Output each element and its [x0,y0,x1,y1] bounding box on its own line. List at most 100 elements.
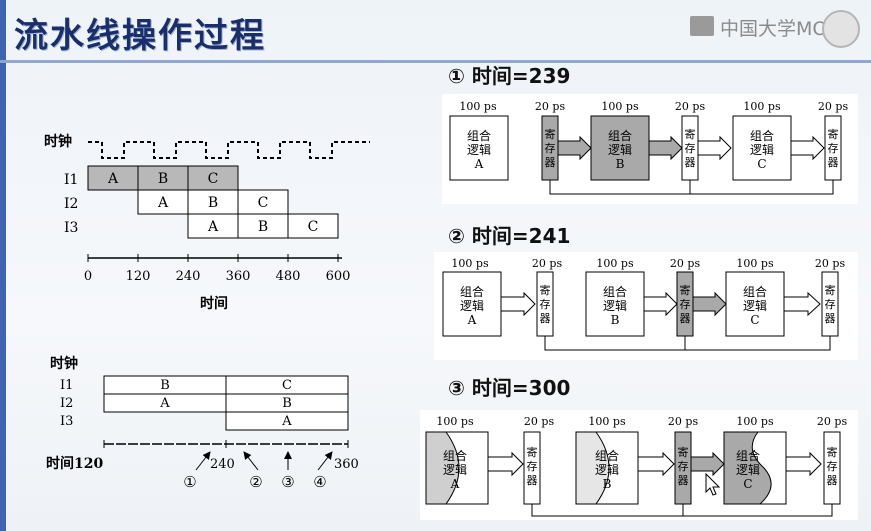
panel-heading-3: ③ 时间=300 [448,376,571,400]
combo-text: B [603,477,612,491]
university-seal-icon [822,10,860,48]
pipeline-panel-3: 100 ps 20 ps 100 ps 20 ps 100 ps 20 ps 组… [420,410,858,520]
delay-reg-label: 20 ps [668,415,699,428]
reg-text: 寄 [545,127,556,141]
progress-wavefront [575,431,610,505]
zoom-cell [225,411,349,431]
combo-text: A [467,313,477,327]
combo-text: B [616,157,625,171]
timing-cell-text: C [258,195,269,211]
left-accent-stripe [0,0,6,531]
reg-text: 器 [680,312,691,325]
zoom-tick-240: 240 [210,457,235,472]
zoom-row-label-I3: I3 [60,414,73,429]
marker-label-2: ② [249,473,262,491]
watermark: 中国大学MOOC [690,10,862,48]
combo-text: C [743,477,752,491]
timing-cell-text: A [157,195,169,211]
combo-text: 组合 [443,448,467,463]
zoom-row-label-I1: I1 [60,378,73,393]
combo-text: 逻辑 [608,143,632,157]
reg-text: 存 [685,141,696,155]
reg-text: 存 [825,297,836,311]
flow-arrow-icon [557,135,592,161]
timing-cell [237,213,289,239]
reg-text: 器 [827,474,838,487]
zoom-cell-text: A [281,414,292,429]
combo-text: 组合 [595,448,619,463]
zoomed-timing: 时钟 I1 I2 I3 B C A B A 时间120 240 360 [46,355,359,491]
zoom-cell-text: B [282,396,292,411]
reg-text: 存 [527,459,538,473]
flow-arrow-icon [690,451,725,477]
timing-cell [187,213,239,239]
combo-logic-C [732,115,792,181]
delay-logic-label: 100 ps [588,415,626,428]
combo-text: 组合 [467,128,491,143]
timing-cell-text: B [208,195,218,211]
combo-text: 逻辑 [460,299,484,313]
combo-text: 逻辑 [750,143,774,157]
combo-text: C [757,157,766,171]
flow-arrow-icon [643,291,678,317]
timing-cell-text: A [207,219,219,235]
marker-label-3: ③ [281,473,294,491]
reg-text: 器 [678,474,689,487]
reg-text: 寄 [678,445,689,459]
reg-text: 器 [685,156,696,169]
combo-text: 逻辑 [743,299,767,313]
flow-arrow-icon [785,451,822,477]
reg-text: 器 [527,474,538,487]
delay-reg-label: 20 ps [815,257,846,270]
combo-text: 逻辑 [595,463,619,477]
watermark-text: 中国大学MOOC [720,18,856,40]
axis-tick-label: 480 [276,269,301,284]
delay-reg-label: 20 ps [675,100,706,113]
delay-logic-label: 100 ps [596,257,634,270]
combo-logic-A [449,115,509,181]
flow-arrow-icon [648,135,683,161]
timing-cell [187,165,239,191]
flow-arrow-icon [790,135,825,161]
clock-waveform [88,141,370,159]
axis-tick-label: 120 [126,269,151,284]
delay-logic-label: 100 ps [601,100,639,113]
reg-text: 寄 [527,445,538,459]
reg-text: 器 [825,312,836,325]
zoom-clock-label: 时钟 [50,355,78,372]
marker-arrow-2 [243,451,259,471]
combo-text: 逻辑 [736,463,760,477]
timing-cell [187,189,239,215]
slide-title: 流水线操作过程 [14,16,266,56]
marker-label-4: ④ [313,473,326,491]
combo-text: 组合 [608,128,632,143]
zoom-tick-360: 360 [334,457,359,472]
mouse-cursor-icon [705,472,721,496]
zoom-cell-text: C [282,378,292,393]
reg-text: 寄 [680,283,691,297]
delay-reg-label: 20 ps [670,257,701,270]
flow-arrow-icon [487,451,524,477]
reg-text: 器 [828,156,839,169]
clock-line [531,504,833,517]
combo-text: C [750,313,759,327]
timing-cell-text: A [107,171,119,187]
reg-text: 存 [680,297,691,311]
delay-reg-label: 20 ps [532,257,563,270]
combo-text: 组合 [743,284,767,299]
combo-text: 逻辑 [443,463,467,477]
progress-wavefront [723,431,772,505]
delay-logic-label: 100 ps [451,257,489,270]
reg-text: 寄 [540,283,551,297]
marker-label-1: ① [183,473,196,491]
combo-text: 组合 [460,284,484,299]
clock-line [544,336,831,351]
zoom-cell-text: B [160,378,170,393]
axis-tick-label: 0 [84,269,92,284]
timing-cell [87,165,139,191]
timing-cell-text: B [158,171,168,187]
axis-tick-label: 240 [176,269,201,284]
timing-cell [137,189,189,215]
marker-arrow-1 [195,451,211,471]
